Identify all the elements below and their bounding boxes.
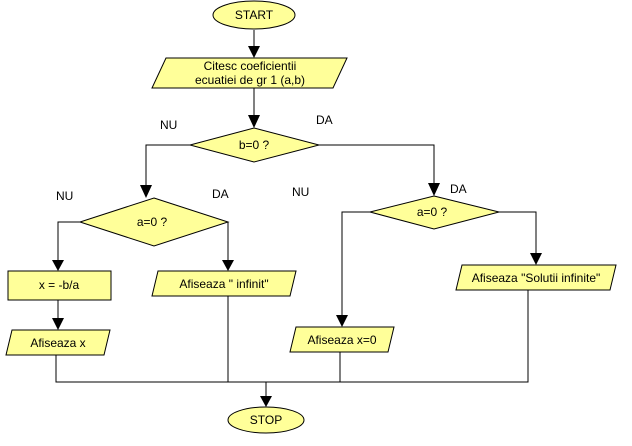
decision-a-left-label: a=0 ? bbox=[137, 215, 168, 229]
decision-b-label: b=0 ? bbox=[239, 138, 270, 152]
a-right-no-label: NU bbox=[292, 185, 309, 199]
b-yes-label: DA bbox=[316, 113, 333, 127]
a-left-yes-label: DA bbox=[212, 187, 229, 201]
a-right-yes-label: DA bbox=[450, 182, 467, 196]
print-solutii-output: Afiseaza "Solutii infinite" bbox=[455, 264, 617, 291]
print-x0-label: Afiseaza x=0 bbox=[307, 333, 376, 347]
start-terminal: START bbox=[212, 0, 296, 30]
input-line-1: Citesc coeficientii bbox=[204, 59, 297, 73]
input-line-2: ecuatiei de gr 1 (a,b) bbox=[195, 73, 305, 87]
print-x-output: Afiseaza x bbox=[5, 329, 111, 356]
decision-a-zero-left: a=0 ? bbox=[78, 197, 230, 247]
print-x0-output: Afiseaza x=0 bbox=[289, 326, 395, 353]
decision-b-zero: b=0 ? bbox=[188, 127, 321, 163]
arrowheads bbox=[52, 46, 542, 407]
print-infinit-output: Afiseaza " infinit" bbox=[151, 270, 297, 297]
input-parallelogram: Citesc coeficientii ecuatiei de gr 1 (a,… bbox=[151, 57, 348, 89]
stop-label: STOP bbox=[250, 413, 282, 427]
start-label: START bbox=[235, 8, 274, 22]
decision-a-zero-right: a=0 ? bbox=[369, 195, 500, 230]
assign-x-label: x = -b/a bbox=[39, 278, 80, 292]
print-solutii-label: Afiseaza "Solutii infinite" bbox=[472, 271, 601, 285]
a-left-no-label: NU bbox=[56, 189, 73, 203]
print-x-label: Afiseaza x bbox=[30, 336, 85, 350]
connector-lines bbox=[55, 30, 537, 400]
assign-x-process: x = -b/a bbox=[7, 270, 112, 301]
decision-a-right-label: a=0 ? bbox=[417, 205, 448, 219]
b-no-label: NU bbox=[160, 118, 177, 132]
stop-terminal: STOP bbox=[227, 406, 305, 434]
print-infinit-label: Afiseaza " infinit" bbox=[179, 277, 268, 291]
